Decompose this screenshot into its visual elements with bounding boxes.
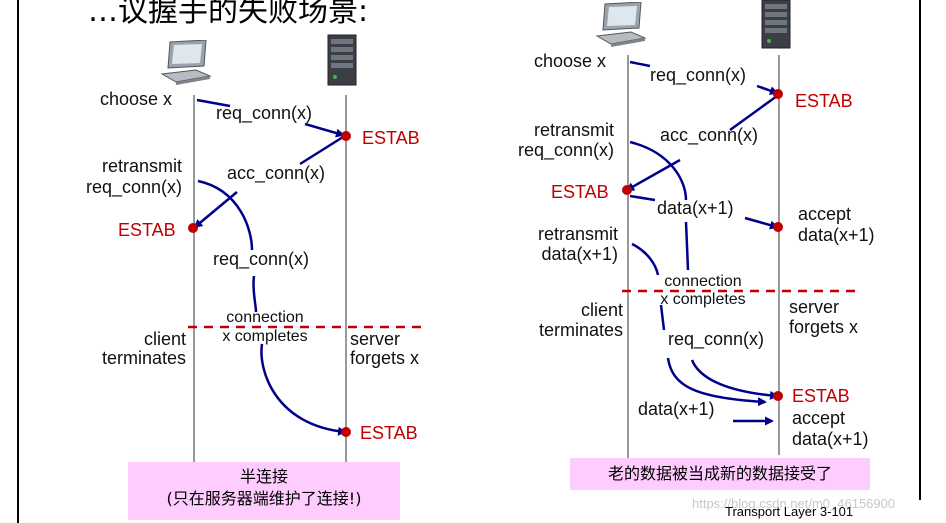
left-estab-server-label: ESTAB: [362, 128, 420, 148]
left-req-arrow: [196, 98, 343, 135]
left-caption-line-2: (只在服务器端维护了连接!): [166, 489, 362, 508]
left-estab-client-dot: [188, 223, 198, 233]
right-accept2-label-1: accept: [792, 408, 846, 428]
left-retransmit-curve: [197, 179, 345, 432]
right-accept-label-1: accept: [798, 204, 852, 224]
right-accept-label-2: data(x+1): [798, 225, 875, 245]
right-estab-server-dot: [773, 89, 783, 99]
right-data2-label: data(x+1): [638, 399, 715, 419]
left-estab-server2-label: ESTAB: [360, 423, 418, 443]
slide-title: …议握手的失败场景:: [88, 0, 369, 29]
right-computer-icon: [595, 2, 647, 47]
right-estab-server2-label: ESTAB: [792, 386, 850, 406]
left-req-label: req_conn(x): [216, 103, 313, 123]
right-connection-label-1: connection: [664, 273, 742, 290]
right-retransmit-data-label-2: data(x+1): [541, 244, 618, 264]
left-choose-label: choose x: [100, 89, 173, 109]
right-accept2-label-2: data(x+1): [792, 429, 869, 449]
frame-right: [919, 0, 921, 500]
left-server-timeline: [345, 95, 347, 465]
right-server-label-1: server: [789, 297, 840, 317]
right-retransmit-req-curve: [629, 140, 777, 396]
right-server-icon: [761, 0, 791, 49]
right-connection-label-2: x completes: [660, 291, 746, 308]
right-retransmit-label-2: req_conn(x): [517, 140, 614, 160]
left-retransmit-label-2: req_conn(x): [85, 177, 182, 197]
right-server-label-2: forgets x: [789, 317, 859, 337]
left-client-label-1: client: [143, 329, 186, 349]
left-retransmit-label-1: retransmit: [101, 156, 182, 176]
right-estab-client-label: ESTAB: [551, 182, 609, 202]
left-caption-line-1: 半连接: [239, 467, 288, 486]
frame-left: [17, 0, 19, 523]
left-computer-icon: [160, 40, 212, 85]
right-caption: 老的数据被当成新的数据接受了: [570, 458, 870, 490]
right-server-timeline: [778, 55, 780, 455]
right-estab-server-label: ESTAB: [795, 91, 853, 111]
left-server-label-1: server: [350, 329, 401, 349]
right-client-label-1: client: [580, 300, 623, 320]
left-server-icon: [327, 34, 357, 86]
right-estab-server2-dot: [773, 391, 783, 401]
left-estab-server2-dot: [341, 427, 351, 437]
left-estab-server-dot: [341, 131, 351, 141]
right-retransmit-data-label-1: retransmit: [537, 224, 618, 244]
footer-page-label: Transport Layer 3-101: [725, 504, 854, 519]
right-client-label-2: terminates: [538, 320, 623, 340]
left-client-timeline: [193, 95, 195, 470]
right-estab-client-dot: [622, 185, 632, 195]
left-client-label-2: terminates: [101, 348, 186, 368]
left-connection-label-1: connection: [226, 309, 304, 326]
right-accept-dot: [773, 222, 783, 232]
right-req-label: req_conn(x): [650, 65, 747, 85]
left-req2-label: req_conn(x): [213, 249, 310, 269]
left-acc-label: acc_conn(x): [227, 163, 326, 183]
right-retransmit-label-1: retransmit: [533, 120, 614, 140]
left-server-label-2: forgets x: [350, 348, 420, 368]
right-client-timeline: [627, 55, 629, 470]
right-data-arrow: [629, 194, 777, 227]
left-connection-label-2: x completes: [222, 328, 308, 345]
watermark: https://blog.csdn.net/m0_46156900: [692, 496, 896, 511]
right-retransmit-data-curve: [631, 242, 765, 402]
left-caption: 半连接 (只在服务器端维护了连接!): [128, 462, 400, 520]
right-req2-label: req_conn(x): [668, 329, 765, 349]
right-acc-label: acc_conn(x): [660, 125, 759, 145]
right-choose-label: choose x: [534, 51, 607, 71]
left-estab-client-label: ESTAB: [118, 220, 176, 240]
right-data-label: data(x+1): [657, 198, 734, 218]
